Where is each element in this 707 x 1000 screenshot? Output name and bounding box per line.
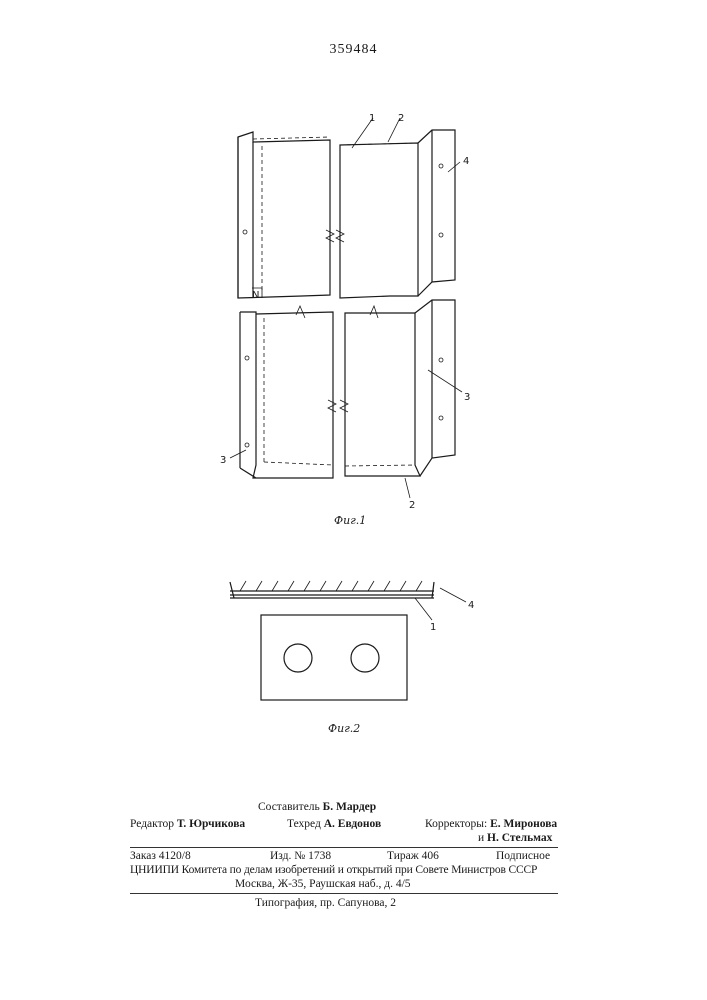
editor-name: Т. Юрчикова bbox=[177, 818, 245, 830]
order-number: Заказ 4120/8 bbox=[130, 850, 191, 862]
hatching bbox=[240, 581, 422, 591]
fig1-label-3-left: 3 bbox=[220, 455, 226, 466]
figure-2: 4 1 Фиг.2 bbox=[230, 581, 474, 735]
fig1-label-2-bottom: 2 bbox=[409, 500, 415, 511]
panel-top-left: N bbox=[238, 132, 334, 301]
hole-left bbox=[284, 644, 312, 672]
fig1-label-3-right: 3 bbox=[464, 392, 470, 403]
circulation: Тираж 406 bbox=[387, 850, 439, 862]
divider-bottom bbox=[130, 893, 558, 894]
hole-right bbox=[351, 644, 379, 672]
editor-label: Редактор bbox=[130, 818, 174, 830]
fig1-label-1: 1 bbox=[369, 113, 375, 124]
techred-name: А. Евдонов bbox=[324, 818, 382, 830]
figure-1-caption: Фиг.1 bbox=[334, 514, 366, 527]
panel-bottom-right bbox=[340, 300, 455, 476]
fig2-label-1: 1 bbox=[430, 622, 436, 633]
organization-line: ЦНИИПИ Комитета по делам изобретений и о… bbox=[130, 864, 537, 876]
plate bbox=[261, 615, 407, 700]
printing-house: Типография, пр. Сапунова, 2 bbox=[255, 897, 396, 909]
figure-1: N bbox=[220, 113, 470, 527]
correctors-label: Корректоры: bbox=[425, 818, 487, 830]
fig2-label-4: 4 bbox=[468, 600, 474, 611]
edition-number: Изд. № 1738 bbox=[270, 850, 331, 862]
divider-top bbox=[130, 847, 558, 848]
fig1-label-2-top: 2 bbox=[398, 113, 404, 124]
panel-top-right bbox=[336, 130, 455, 298]
techred-label: Техред bbox=[287, 818, 321, 830]
editor-line: Редактор Т. Юрчикова bbox=[130, 818, 245, 830]
corrector-2: Н. Стельмах bbox=[487, 832, 552, 844]
svg-text:N: N bbox=[252, 290, 259, 301]
compiler-name: Б. Мардер bbox=[323, 801, 377, 813]
panel-bottom-left bbox=[240, 306, 336, 478]
fig1-label-4: 4 bbox=[463, 156, 469, 167]
compiler-line: Составитель Б. Мардер bbox=[258, 801, 376, 813]
corrector-and: и bbox=[478, 832, 484, 844]
correctors-line: Корректоры: Е. Миронова bbox=[425, 818, 557, 830]
corrector-2-line: и Н. Стельмах bbox=[478, 832, 552, 844]
subscription: Подписное bbox=[496, 850, 550, 862]
figure-2-caption: Фиг.2 bbox=[328, 722, 360, 735]
address-line: Москва, Ж-35, Раушская наб., д. 4/5 bbox=[235, 878, 411, 890]
techred-line: Техред А. Евдонов bbox=[287, 818, 381, 830]
corrector-1: Е. Миронова bbox=[490, 818, 557, 830]
compiler-label: Составитель bbox=[258, 801, 320, 813]
